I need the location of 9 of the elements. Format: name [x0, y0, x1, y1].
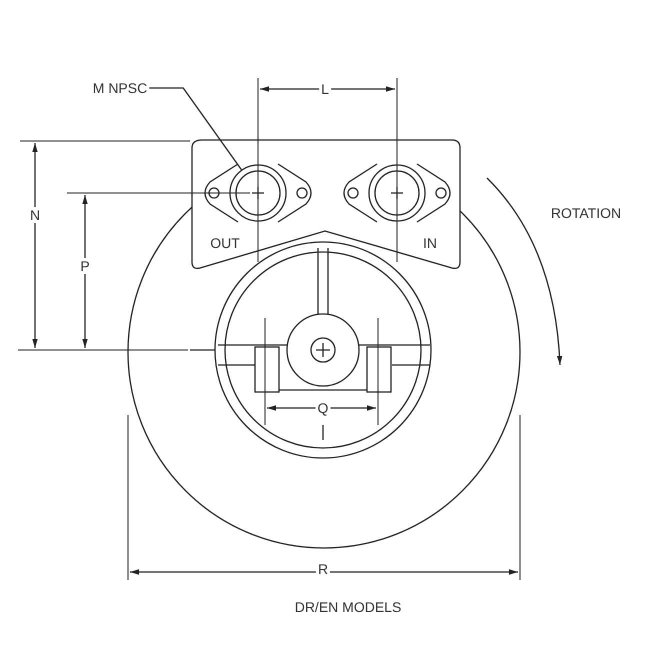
port-label: IN	[421, 235, 439, 251]
leader-line	[149, 87, 242, 171]
dimension-label: Q	[316, 400, 330, 416]
dimension-label: L	[319, 81, 331, 97]
caption: DR/EN MODELS	[292, 599, 404, 615]
dimension-label: R	[316, 561, 330, 577]
callout-text: M NPSC	[90, 80, 150, 96]
outlet-port	[229, 164, 287, 222]
port-label: OUT	[208, 235, 242, 251]
